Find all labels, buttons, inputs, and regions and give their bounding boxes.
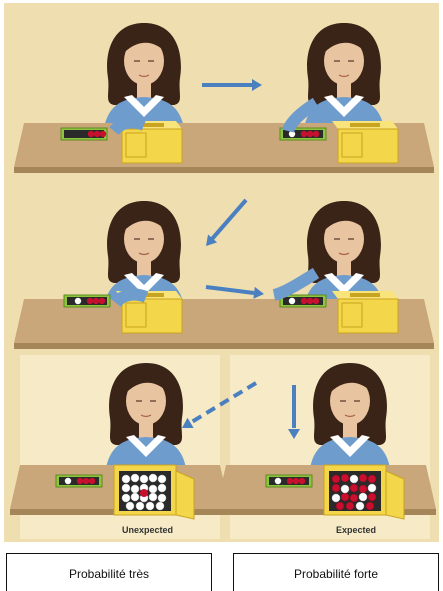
caption-right-box: Probabilité forte — [233, 553, 439, 591]
caption-left-box: Probabilité très — [6, 553, 212, 591]
caption-right-text: Probabilité forte — [294, 567, 378, 581]
caption-left-text: Probabilité très — [69, 567, 149, 581]
label-unexpected: Unexpected — [122, 525, 173, 535]
label-expected: Expected — [336, 525, 376, 535]
experiment-illustration: Unexpected Expected — [4, 3, 439, 542]
